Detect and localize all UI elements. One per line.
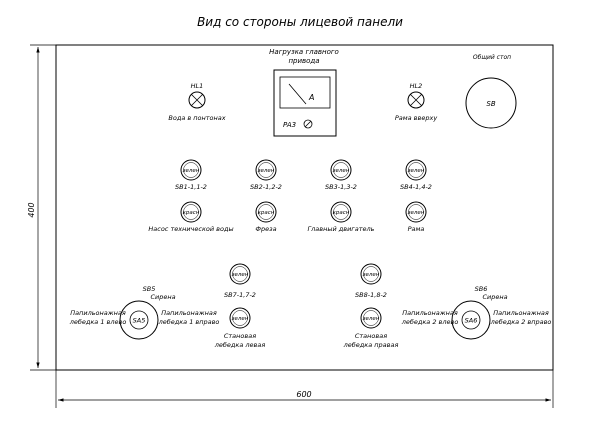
stop-button-caption: Фреза	[255, 225, 276, 233]
lamp-id: HL1	[191, 82, 204, 90]
stop-button-caption: Рама	[408, 225, 425, 233]
winch-button-id: SB7-1,7-2	[224, 291, 256, 299]
width-dimension-label: 600	[296, 390, 311, 399]
selector-right-label-1: Папильонажная	[161, 309, 217, 317]
panel-outline	[55, 44, 554, 371]
start-button[interactable]: зелен	[405, 159, 427, 181]
ammeter-unit: A	[308, 93, 314, 102]
selector-right-label-1: Папильонажная	[493, 309, 549, 317]
start-button-id: SB4-1,4-2	[400, 183, 432, 191]
start-button[interactable]: зелен	[330, 159, 352, 181]
general-stop-id: SB	[486, 100, 495, 108]
winch-button-top[interactable]: зелен	[360, 263, 382, 285]
selector-switch[interactable]	[451, 300, 491, 340]
winch-button-bottom-label: зелен	[232, 316, 249, 322]
selector-switch-id: SA5	[133, 317, 146, 325]
start-button-label: зелен	[183, 168, 200, 174]
start-button-label: зелен	[258, 168, 275, 174]
start-button-label: зелен	[408, 168, 425, 174]
lamp-caption: Рама вверху	[395, 114, 437, 122]
winch-caption-2: лебедка правая	[343, 341, 399, 349]
stop-button-caption: Насос технической воды	[148, 225, 233, 233]
general-stop-button[interactable]	[465, 77, 517, 129]
general-stop-caption: Общий стоп	[473, 54, 511, 61]
indicator-lamp	[188, 91, 206, 109]
lamp-id: HL2	[410, 82, 423, 90]
stop-button-label: красн	[258, 210, 275, 216]
selector-right-label-2: лебедка 2 вправо	[490, 318, 552, 326]
stop-button-caption: Главный двигатель	[308, 225, 375, 233]
winch-button-bottom-label: зелен	[363, 316, 380, 322]
start-button-id: SB1-1,1-2	[175, 183, 207, 191]
siren-button-id: SB5	[143, 285, 156, 293]
ammeter-needle	[288, 83, 307, 105]
start-button-id: SB2-1,2-2	[250, 183, 282, 191]
start-button-id: SB3-1,3-2	[325, 183, 357, 191]
ammeter-gauge	[273, 69, 337, 137]
selector-switch-id: SA6	[465, 317, 478, 325]
selector-switch[interactable]	[119, 300, 159, 340]
stop-button-label: красн	[183, 210, 200, 216]
height-dimension-label: 400	[27, 202, 36, 217]
ammeter-id: PA3	[283, 121, 296, 129]
indicator-lamp	[407, 91, 425, 109]
start-button[interactable]: зелен	[255, 159, 277, 181]
siren-button-caption: Сирена	[482, 293, 507, 301]
winch-caption-2: лебедка левая	[214, 341, 266, 349]
stop-button[interactable]: зелен	[405, 201, 427, 223]
selector-left-label-2: лебедка 2 влево	[401, 318, 459, 326]
height-dimension	[30, 44, 56, 371]
drawing-title: Вид со стороны лицевой панели	[197, 15, 403, 29]
stop-button[interactable]: красн	[180, 201, 202, 223]
winch-caption-1: Становая	[224, 332, 256, 340]
start-button-label: зелен	[333, 168, 350, 174]
winch-button-id: SB8-1,8-2	[355, 291, 387, 299]
start-button[interactable]: зелен	[180, 159, 202, 181]
siren-button-id: SB6	[475, 285, 488, 293]
ammeter-adjust-screw	[303, 119, 313, 129]
selector-left-label-2: лебедка 1 влево	[69, 318, 127, 326]
winch-button-bottom[interactable]: зелен	[229, 307, 251, 329]
stop-button-label: красн	[333, 210, 350, 216]
siren-button-caption: Сирена	[150, 293, 175, 301]
winch-caption-1: Становая	[355, 332, 387, 340]
stop-button[interactable]: красн	[255, 201, 277, 223]
stop-button-label: зелен	[408, 210, 425, 216]
width-dimension	[55, 370, 554, 408]
lamp-caption: Вода в понтонах	[168, 114, 225, 122]
selector-right-label-2: лебедка 1 вправо	[158, 318, 220, 326]
selector-left-label-1: Папильонажная	[70, 309, 126, 317]
winch-button-top-label: зелен	[363, 272, 380, 278]
ammeter-caption-2: привода	[288, 57, 319, 65]
winch-button-bottom[interactable]: зелен	[360, 307, 382, 329]
winch-button-top-label: зелен	[232, 272, 249, 278]
selector-left-label-1: Папильонажная	[402, 309, 458, 317]
stop-button[interactable]: красн	[330, 201, 352, 223]
winch-button-top[interactable]: зелен	[229, 263, 251, 285]
ammeter-caption-1: Нагрузка главного	[269, 48, 339, 56]
